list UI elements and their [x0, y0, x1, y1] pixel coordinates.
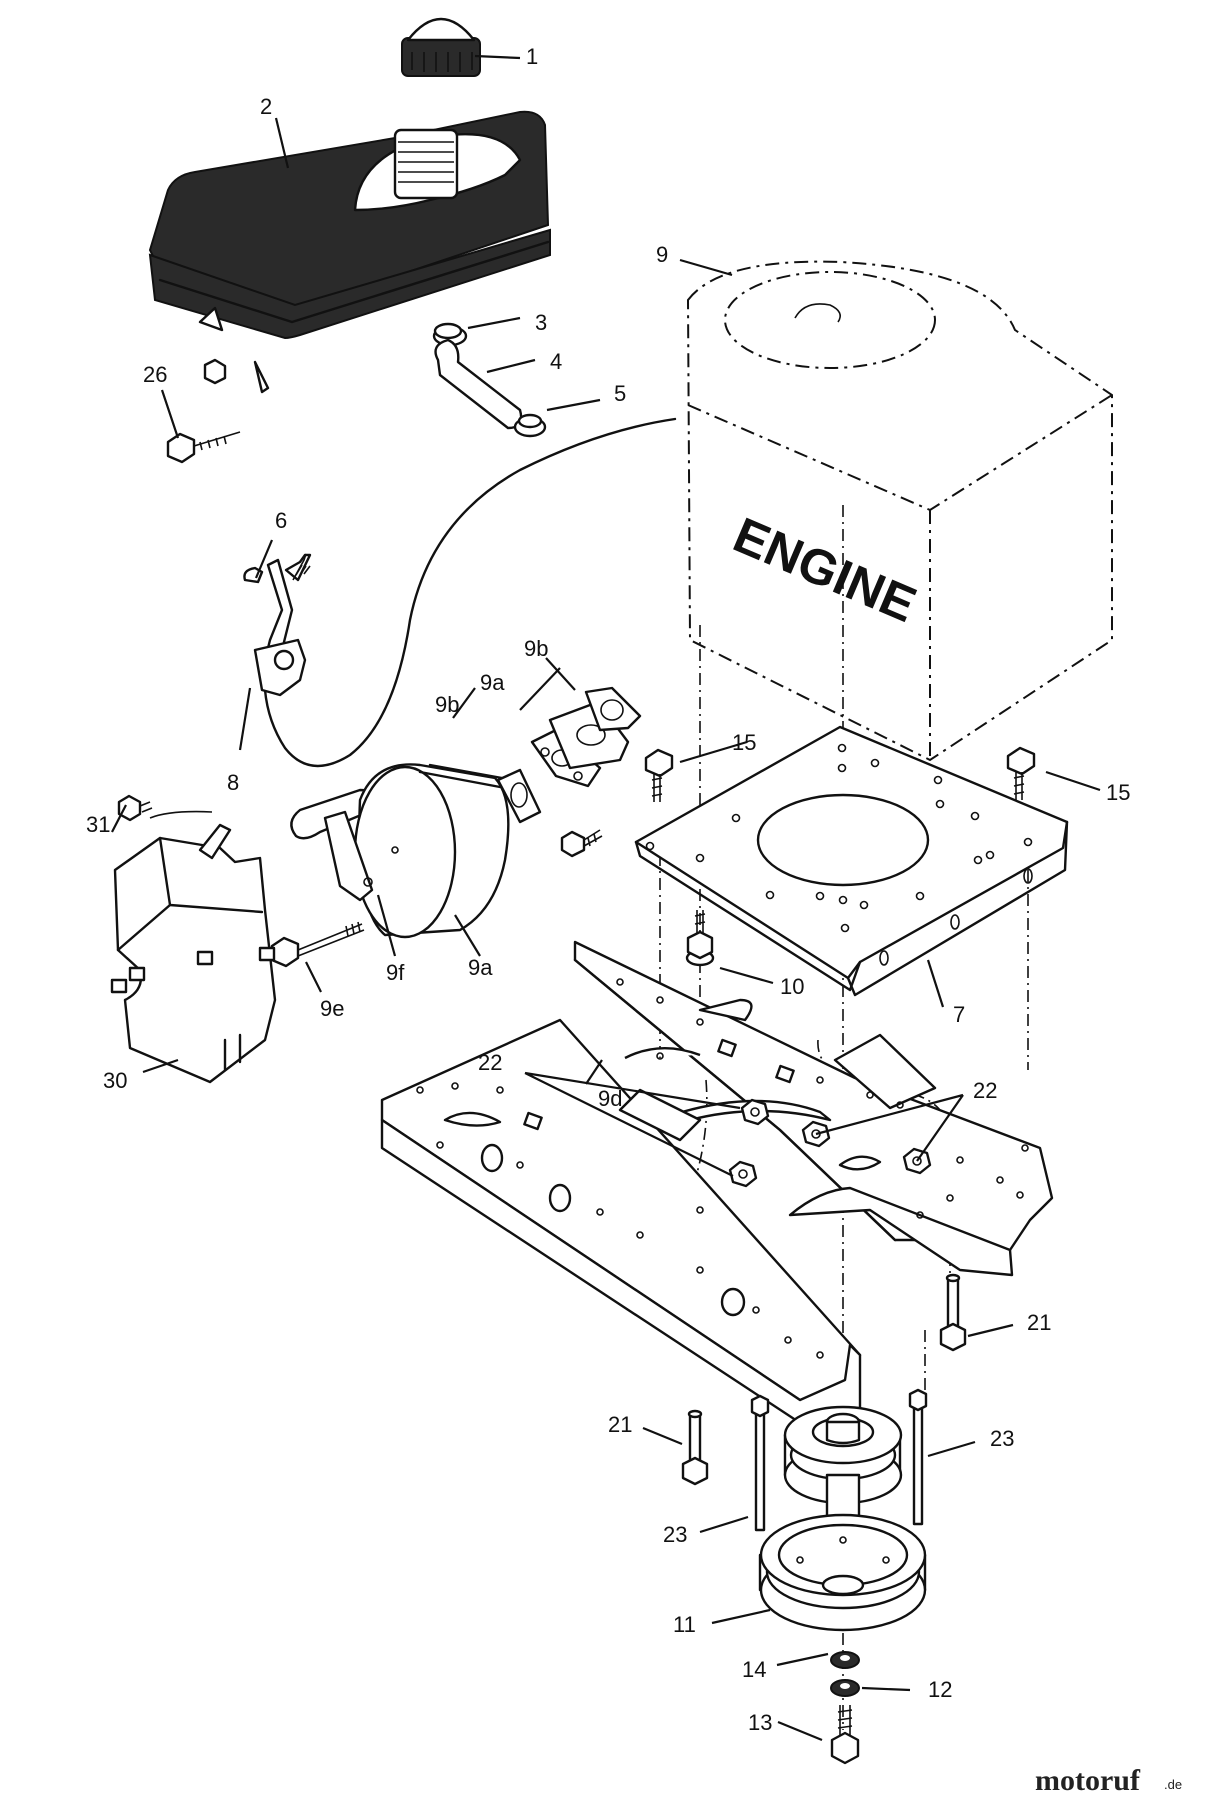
callout-30: 30: [103, 1068, 127, 1093]
fuel-tank: [148, 110, 551, 394]
callout-23-left: 23: [663, 1522, 687, 1547]
center-bolt: [685, 910, 715, 967]
callout-21-right: 21: [1027, 1310, 1051, 1335]
callout-9f: 9f: [386, 960, 405, 985]
callout-13: 13: [748, 1710, 772, 1735]
callout-9b-left: 9b: [435, 692, 459, 717]
watermark-brand: motoruf: [1035, 1764, 1141, 1797]
callout-9b-right: 9b: [524, 636, 548, 661]
engine-mount-bolts: [644, 746, 1036, 802]
callout-6: 6: [275, 508, 287, 533]
frame-bolts: [681, 1273, 967, 1532]
throttle-cable: [263, 417, 677, 768]
callout-8: 8: [227, 770, 239, 795]
callout-9e: 9e: [320, 996, 344, 1021]
engine-mount-plate: [634, 725, 1069, 997]
engine-outline: ENGINE: [686, 260, 1113, 762]
pulley-hardware: [830, 1651, 860, 1765]
callout-2: 2: [260, 94, 272, 119]
muffler-assembly: [270, 686, 642, 968]
watermark-suffix: .de: [1164, 1777, 1182, 1792]
callout-10: 10: [780, 974, 804, 999]
frame-nuts: [728, 1098, 932, 1188]
callout-labels: 1 2 3 4 5 6 7 8 9 9a 9a 9b 9b 9d 9e 9f 1…: [86, 44, 1130, 1735]
engine-label: ENGINE: [726, 507, 924, 633]
fuel-line: [432, 322, 547, 438]
callout-4: 4: [550, 349, 562, 374]
callout-3: 3: [535, 310, 547, 335]
throttle-control: [243, 553, 312, 697]
callout-leaders: [111, 54, 1101, 1742]
engine-pulley: [758, 1405, 927, 1632]
callout-21-left: 21: [608, 1412, 632, 1437]
callout-1: 1: [526, 44, 538, 69]
callout-26: 26: [143, 362, 167, 387]
fuel-cap: [401, 17, 481, 77]
tank-mounting-screws: [166, 358, 241, 464]
frame-rails: [380, 940, 1054, 1438]
callout-15-left: 15: [732, 730, 756, 755]
watermark: motoruf .de: [1035, 1764, 1182, 1797]
callout-14: 14: [742, 1657, 766, 1682]
callout-22-right: 22: [973, 1078, 997, 1103]
callout-22-left: 22: [478, 1050, 502, 1075]
heat-shield: [110, 794, 277, 1084]
callout-31: 31: [86, 812, 110, 837]
callout-5: 5: [614, 381, 626, 406]
callout-15-right: 15: [1106, 780, 1130, 805]
callout-9a-top: 9a: [480, 670, 505, 695]
callout-7: 7: [953, 1002, 965, 1027]
callout-11: 11: [673, 1612, 696, 1637]
callout-9: 9: [656, 242, 668, 267]
callout-9a-bottom: 9a: [468, 955, 493, 980]
callout-9d: 9d: [598, 1086, 622, 1111]
callout-23-right: 23: [990, 1426, 1014, 1451]
callout-12: 12: [928, 1677, 952, 1702]
